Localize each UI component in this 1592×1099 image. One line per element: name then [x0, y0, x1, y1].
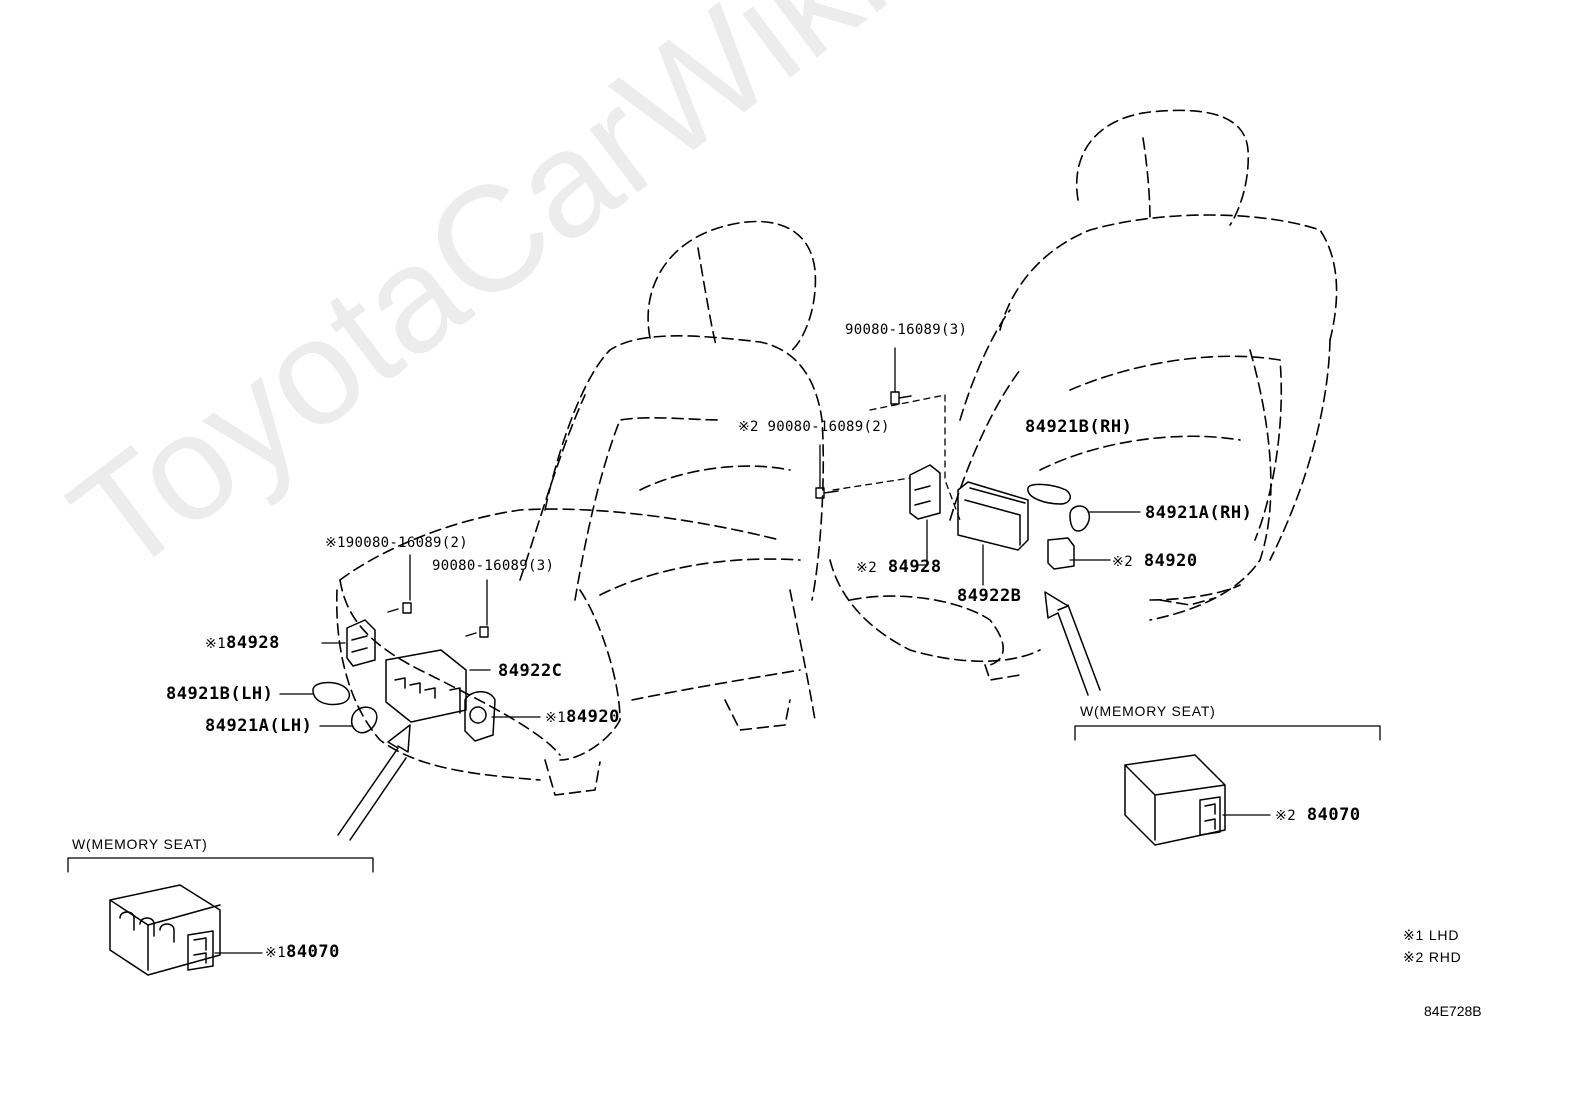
screw-icons — [387, 391, 912, 638]
callout-84920-lhd: ※184920 — [545, 707, 620, 727]
callout-text: 84928 — [887, 557, 942, 577]
callout-84922b: 84922B — [957, 586, 1021, 606]
callout-text: 84921A(RH) — [1145, 503, 1253, 523]
right-seat-outline — [829, 109, 1338, 681]
callout-text: 84922C — [498, 661, 563, 681]
left-switch-parts — [312, 619, 496, 742]
callout-text: 90080-16089(3) — [845, 322, 968, 338]
callout-text: 90080-16089(2) — [767, 419, 890, 435]
callout-mark: ※2 — [1275, 808, 1297, 824]
callout-mark: ※1 — [325, 535, 346, 551]
callout-mark: ※1 — [205, 636, 227, 652]
callout-text: 84920 — [566, 707, 620, 727]
callout-84921a-lh: 84921A(LH) — [205, 716, 312, 736]
callout-mark: ※1 — [265, 945, 287, 961]
memory-seat-label-right: W(MEMORY SEAT) — [1080, 703, 1216, 719]
callout-text: 84928 — [226, 633, 280, 653]
callout-text: 84921A(LH) — [205, 716, 313, 736]
callout-text: 84921B(RH) — [1025, 417, 1133, 437]
callout-84921b-rh: 84921B(RH) — [1025, 417, 1132, 437]
callout-text: 84070 — [1306, 805, 1361, 825]
callout-bolt-left-2: 90080-16089(3) — [432, 558, 554, 574]
callout-84920-rhd: ※2 84920 — [1112, 551, 1198, 571]
leader-lines — [67, 347, 1381, 954]
callout-84070-lhd: ※184070 — [265, 942, 340, 962]
callout-mark: ※2 — [738, 419, 759, 435]
legend-text: LHD — [1428, 927, 1460, 943]
callout-bolt-mid: ※2 90080-16089(2) — [738, 419, 890, 435]
callout-mark: ※2 — [1112, 554, 1134, 570]
right-switch-parts — [909, 464, 1090, 570]
legend-mark: ※1 — [1403, 927, 1425, 943]
callout-text: 90080-16089(2) — [345, 535, 468, 551]
arrows — [337, 591, 1101, 841]
callout-bolt-left-1: ※190080-16089(2) — [325, 535, 468, 551]
legend-rhd: ※2 RHD — [1403, 949, 1462, 966]
callout-text: 84920 — [1143, 551, 1198, 571]
callout-84921b-lh: 84921B(LH) — [166, 684, 273, 704]
callout-text: 84922B — [957, 586, 1022, 606]
callout-text: 90080-16089(3) — [432, 558, 555, 574]
callout-84928-lhd: ※184928 — [205, 633, 280, 653]
legend-text: RHD — [1428, 949, 1462, 965]
callout-84922c: 84922C — [498, 661, 562, 681]
diagram-code: 84E728B — [1424, 1003, 1482, 1019]
callout-84928-rhd: ※2 84928 — [856, 557, 942, 577]
callout-mark: ※2 — [856, 560, 878, 576]
legend-mark: ※2 — [1403, 949, 1425, 965]
callout-bolt-top-right: 90080-16089(3) — [845, 322, 967, 338]
callout-mark: ※1 — [545, 710, 567, 726]
left-seat-outline — [335, 220, 825, 796]
legend-lhd: ※1 LHD — [1403, 927, 1459, 944]
memory-seat-modules — [109, 754, 1226, 976]
memory-seat-label-left: W(MEMORY SEAT) — [72, 836, 208, 852]
callout-text: 84921B(LH) — [166, 684, 274, 704]
callout-84921a-rh: 84921A(RH) — [1145, 503, 1252, 523]
callout-84070-rhd: ※2 84070 — [1275, 805, 1361, 825]
callout-text: 84070 — [286, 942, 340, 962]
